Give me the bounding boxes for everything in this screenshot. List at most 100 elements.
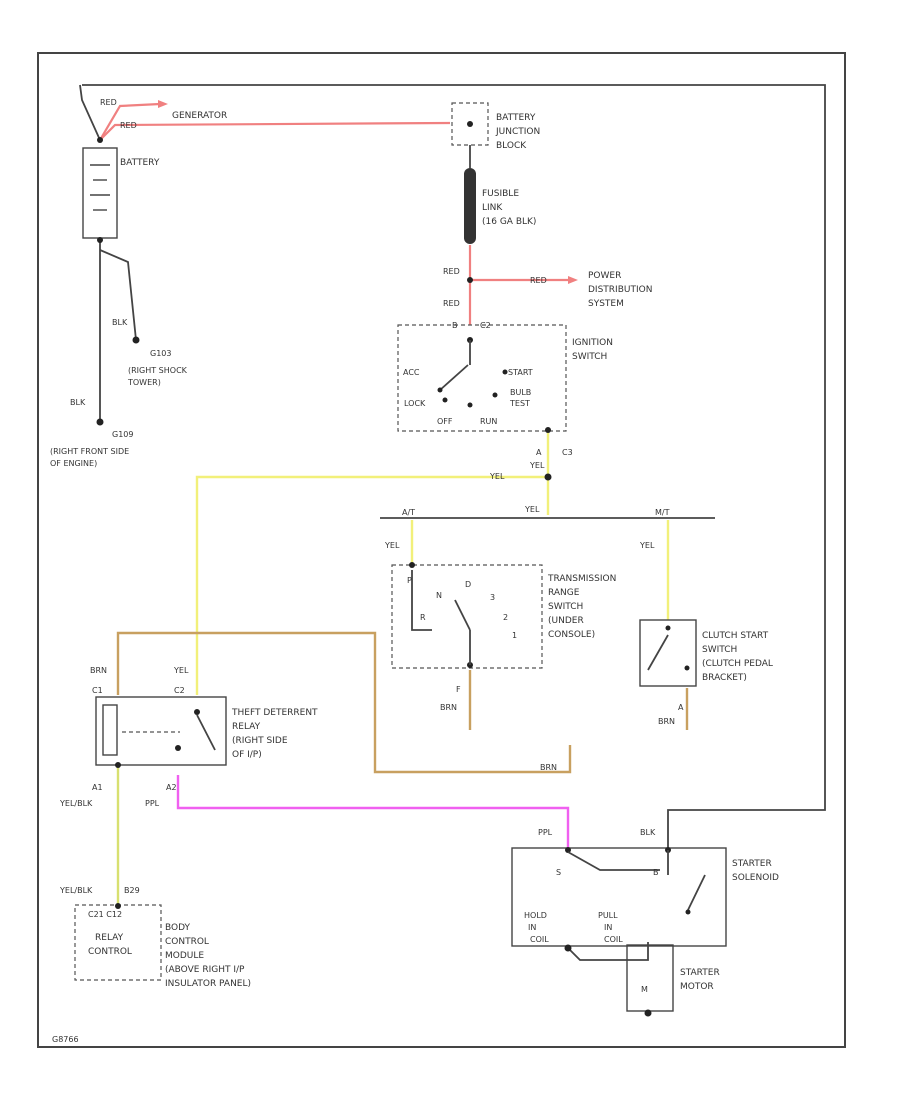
bcm-label: CONTROL: [165, 937, 209, 947]
relay-label: OF I/P): [232, 750, 262, 760]
wire-label: RED: [100, 98, 117, 107]
motor-label: MOTOR: [680, 982, 714, 992]
relay-label: THEFT DETERRENT: [231, 708, 318, 718]
arrow-icon: [158, 100, 168, 108]
trans-label: SWITCH: [548, 602, 583, 612]
trans-contact: [454, 599, 471, 631]
ignition-label: IGNITION: [572, 338, 613, 348]
pin-label: F: [456, 685, 461, 694]
power-label: DISTRIBUTION: [588, 285, 652, 295]
ignition-bulb-test: TEST: [509, 399, 530, 408]
trans-pos: 1: [512, 631, 517, 640]
wire-label: YEL/BLK: [59, 799, 93, 808]
wire-label: PPL: [145, 799, 160, 808]
pin-label: A1: [92, 783, 103, 792]
junction-label: BATTERY: [496, 113, 536, 123]
fusible-label: FUSIBLE: [482, 189, 519, 199]
power-label: POWER: [588, 271, 621, 281]
ground1-desc: (RIGHT SHOCK: [128, 366, 188, 375]
bcm-relay-label: CONTROL: [88, 947, 132, 957]
fusible-link-symbol: [464, 168, 476, 244]
wire-label: RED: [443, 299, 460, 308]
black-wire-ground1: [99, 249, 137, 341]
ignition-contact: [439, 364, 469, 391]
ignition-pos-start: START: [508, 368, 533, 377]
wire-label: YEL/BLK: [59, 886, 93, 895]
hold-in-label: IN: [528, 923, 536, 932]
pull-in-label: PULL: [598, 911, 618, 920]
bus-at-label: A/T: [402, 508, 415, 517]
starter-motor-box: [626, 944, 674, 1012]
solenoid-box: [511, 847, 727, 947]
solenoid-label: SOLENOID: [732, 873, 779, 883]
clutch-label: BRACKET): [702, 673, 747, 683]
generator-label: GENERATOR: [172, 111, 227, 121]
arrow-icon: [568, 276, 578, 284]
trans-pos: N: [436, 591, 442, 600]
wire-label: BRN: [440, 703, 457, 712]
hold-in-label: HOLD: [524, 911, 547, 920]
fusible-label: (16 GA BLK): [482, 217, 536, 227]
bcm-label: MODULE: [165, 951, 204, 961]
ground2-id: G109: [112, 430, 133, 439]
clutch-contact: [647, 634, 669, 671]
clutch-label: CLUTCH START: [702, 631, 769, 641]
pin-label: B29: [124, 886, 140, 895]
solenoid-contact: [687, 874, 706, 911]
wire-label: YEL: [529, 461, 545, 470]
trans-label: TRANSMISSION: [547, 574, 616, 584]
trans-label: (UNDER: [548, 616, 584, 626]
wire-label: YEL: [173, 666, 189, 675]
bcm-label: (ABOVE RIGHT I/P: [165, 965, 245, 975]
pin-label: B: [452, 321, 458, 330]
relay-coil: [102, 704, 118, 756]
pin-label: A: [678, 703, 684, 712]
ignition-pos-lock: LOCK: [404, 399, 426, 408]
wire-label: BLK: [640, 828, 656, 837]
junction-label: JUNCTION: [495, 127, 540, 137]
pin-label: B: [653, 868, 659, 877]
pin-label: A2: [166, 783, 177, 792]
wire-label: YEL: [524, 505, 540, 514]
wire-label: PPL: [538, 828, 553, 837]
wire-label: RED: [120, 121, 137, 130]
coil-label: COIL: [530, 935, 549, 944]
wire-label: RED: [530, 276, 547, 285]
conn-label: C21 C12: [88, 910, 122, 919]
ignition-label: SWITCH: [572, 352, 607, 362]
yellow-wire-relay: [195, 475, 548, 695]
bus-mt-label: M/T: [655, 508, 670, 517]
black-wire-solenoid: [82, 84, 826, 850]
ground1-id: G103: [150, 349, 171, 358]
red-wire-junction: [99, 121, 451, 141]
ground-icon: [644, 1009, 652, 1017]
wire-label: YEL: [639, 541, 655, 550]
relay-contact: [196, 714, 216, 751]
relay-label: (RIGHT SIDE: [232, 736, 288, 746]
ground1-desc: TOWER): [127, 378, 161, 387]
ignition-pos-off: OFF: [437, 417, 453, 426]
fusible-label: LINK: [482, 203, 503, 213]
conn-label: C2: [480, 321, 491, 330]
relay-box: [95, 696, 227, 766]
trans-label: CONSOLE): [548, 630, 595, 640]
motor-label: STARTER: [680, 968, 720, 978]
pin-label: A: [536, 448, 542, 457]
battery-symbol: [82, 147, 118, 239]
pink-wire: [176, 775, 570, 850]
junction-label: BLOCK: [496, 141, 527, 151]
pin-label: C2: [174, 686, 185, 695]
wire-label: BLK: [112, 318, 128, 327]
pin-label: S: [556, 868, 561, 877]
trans-label: RANGE: [548, 588, 580, 598]
coil-label: COIL: [604, 935, 623, 944]
ground-icon: [96, 418, 104, 426]
ground2-desc: OF ENGINE): [50, 459, 97, 468]
trans-pos: 2: [503, 613, 508, 622]
trans-pos: 3: [490, 593, 495, 602]
solenoid-label: STARTER: [732, 859, 772, 869]
wire-label: BRN: [90, 666, 107, 675]
wire-label: YEL: [384, 541, 400, 550]
ignition-pos-run: RUN: [480, 417, 497, 426]
trans-pos: R: [420, 613, 426, 622]
